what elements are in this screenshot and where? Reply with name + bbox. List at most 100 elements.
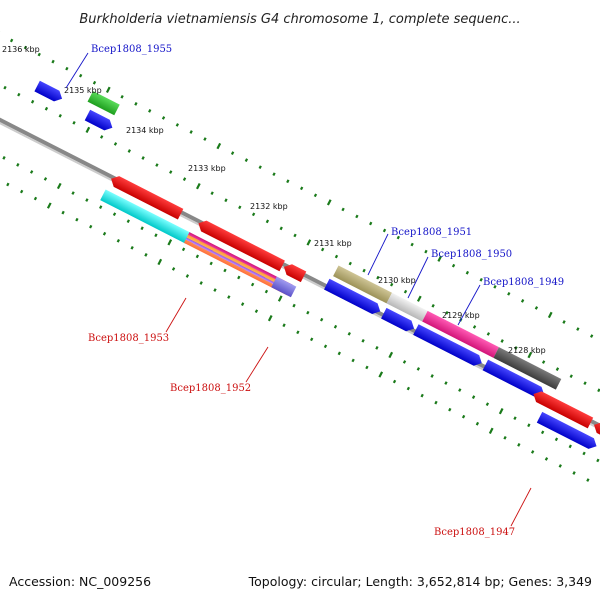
leader-1947	[510, 487, 532, 527]
gene-label-1955[interactable]: Bcep1808_1955	[91, 44, 172, 55]
ruler-tick	[181, 247, 186, 252]
gene-blue-2[interactable]	[381, 307, 417, 334]
ruler-tick	[203, 137, 207, 141]
ruler-tick	[112, 212, 117, 216]
ruler-tick	[296, 330, 300, 335]
leader-1952	[245, 346, 269, 383]
gene-label-1947[interactable]: Bcep1808_1947	[434, 527, 515, 538]
forward-inner-track	[34, 80, 599, 452]
ruler-tick	[267, 315, 273, 322]
ruler-tick	[30, 99, 35, 104]
ruler-tick	[572, 471, 576, 475]
gene-dark-grey[interactable]	[493, 347, 562, 390]
gene-label-1953[interactable]: Bcep1808_1953	[88, 333, 169, 344]
gene-label-1949[interactable]: Bcep1808_1949	[483, 277, 564, 288]
gene-blue-4[interactable]	[482, 359, 547, 401]
ruler-tick	[6, 182, 10, 187]
gene-bcep1808-1952[interactable]	[281, 261, 307, 283]
ruler-tick	[479, 277, 483, 282]
ruler-tick	[448, 407, 452, 412]
gene-label-1951[interactable]: Bcep1808_1951	[391, 227, 472, 238]
ruler-tick	[416, 295, 422, 302]
gene-bcep1808-1950[interactable]	[386, 292, 428, 322]
gene-bcep1808-1949-outer[interactable]	[422, 310, 499, 358]
ruler-tick	[157, 258, 163, 266]
ruler-tick	[56, 182, 62, 190]
ruler-tick	[583, 381, 587, 386]
ruler-tick	[568, 444, 572, 449]
ruler-tick	[554, 437, 559, 442]
ruler-tick	[199, 281, 203, 285]
ruler-tick	[196, 182, 201, 190]
gene-blue-right[interactable]	[536, 411, 599, 452]
gene-label-1952[interactable]: Bcep1808_1952	[170, 383, 251, 394]
label-leaders	[65, 52, 532, 527]
ruler-tick	[293, 233, 297, 238]
ruler-tick	[375, 346, 379, 350]
ruler-tick	[51, 59, 55, 64]
ruler-tick	[326, 199, 332, 206]
gene-blue-1[interactable]	[324, 278, 383, 317]
ruler-tick	[227, 295, 231, 299]
ruler-tick	[46, 202, 52, 209]
ruler-tick	[292, 303, 296, 308]
ruler-label-2130: 2130 kbp	[378, 276, 416, 285]
ruler-tick	[530, 450, 535, 454]
ruler-tick	[100, 135, 104, 139]
genome-band	[0, 30, 600, 482]
gene-blue-small[interactable]	[84, 109, 115, 133]
ruler-tick	[169, 170, 173, 174]
ruler-ticks	[0, 30, 600, 482]
gene-bcep1808-1953[interactable]	[183, 232, 293, 296]
ruler-tick	[451, 263, 456, 268]
gene-red-2[interactable]	[196, 218, 285, 272]
leader-1949	[457, 284, 481, 326]
gene-label-1950[interactable]: Bcep1808_1950	[431, 249, 512, 260]
leader-1955	[65, 52, 89, 89]
ruler-tick	[23, 45, 28, 50]
ruler-tick	[362, 268, 366, 273]
ruler-tick	[390, 282, 394, 287]
ruler-tick	[320, 317, 324, 322]
ruler-tick	[29, 170, 34, 174]
ruler-tick	[361, 338, 365, 343]
ruler-tick	[286, 179, 290, 184]
ruler-tick	[195, 254, 200, 259]
ruler-label-2128: 2128 kbp	[508, 346, 546, 355]
ruler-tick	[437, 255, 443, 262]
ruler-tick	[230, 151, 235, 155]
ruler-tick	[555, 367, 560, 371]
gene-cyan[interactable]	[100, 189, 192, 244]
gene-purple[interactable]	[271, 276, 297, 298]
ruler-tick	[355, 214, 359, 219]
ruler-tick	[116, 238, 120, 243]
gene-red-1[interactable]	[108, 173, 184, 220]
gene-blue-3[interactable]	[413, 324, 484, 368]
ruler-tick	[43, 177, 48, 181]
gene-bcep1808-1951[interactable]	[333, 265, 392, 304]
gene-bcep1808-1955[interactable]	[87, 90, 120, 116]
ruler-tick	[403, 289, 408, 294]
ruler-tick	[299, 186, 304, 191]
ruler-tick	[2, 156, 6, 160]
ruler-tick	[277, 295, 283, 302]
ruler-tick	[272, 172, 276, 177]
gene-red-right[interactable]	[531, 389, 594, 429]
ruler-tick	[213, 288, 217, 292]
gene-blue-left[interactable]	[34, 80, 64, 104]
ruler-tick	[472, 325, 477, 329]
ruler-tick	[458, 388, 462, 392]
ruler-tick	[348, 261, 352, 266]
ruler-tick	[99, 205, 103, 209]
ruler-tick	[282, 323, 286, 328]
ruler-tick	[498, 408, 504, 415]
ruler-tick	[382, 228, 387, 233]
ruler-tick	[341, 207, 345, 212]
ruler-tick	[185, 274, 190, 278]
ruler-tick	[16, 163, 20, 167]
map-title: Burkholderia vietnamiensis G4 chromosome…	[79, 12, 520, 27]
ruler-tick	[33, 196, 38, 201]
ruler-tick	[369, 221, 373, 226]
ruler-tick	[141, 156, 145, 160]
